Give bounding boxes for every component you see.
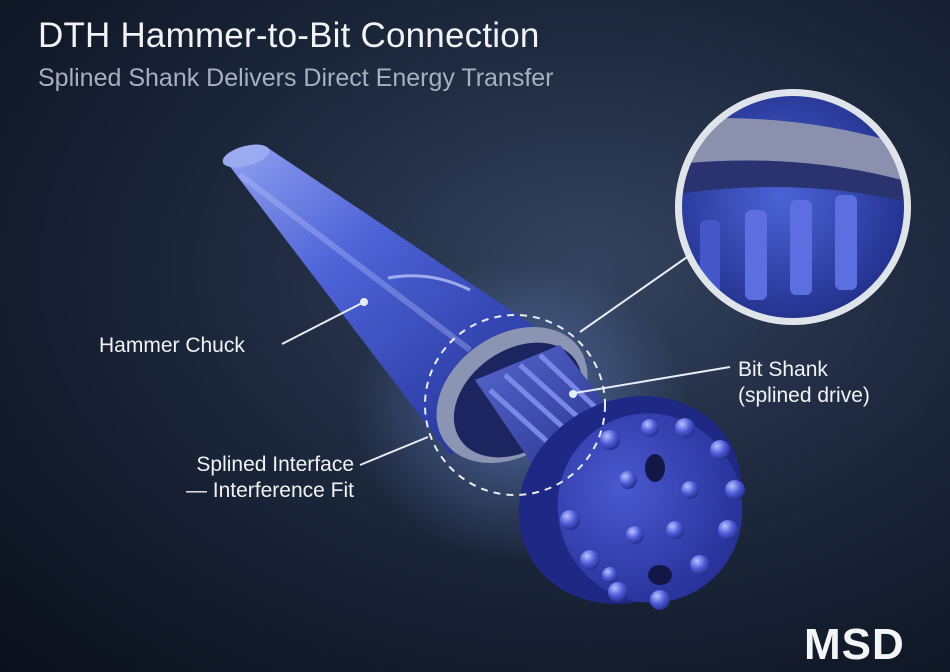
zoom-inset (675, 89, 911, 325)
leader-zoom-inset (579, 254, 691, 333)
focus-circle (424, 314, 606, 496)
carbide-buttons (560, 418, 745, 610)
leader-lines (281, 254, 731, 466)
callout-splined-interface-line1: Splined Interface (196, 453, 354, 476)
callout-splined-interface-line2: — Interference Fit (185, 479, 354, 502)
callout-hammer-chuck: Hammer Chuck (99, 334, 245, 357)
leader-hammer-chuck (281, 302, 363, 345)
callout-bit-shank-line1: Bit Shank (738, 358, 828, 381)
leader-bit-shank (574, 366, 731, 394)
bit-head (518, 396, 743, 604)
callout-bit-shank-line2: (splined drive) (738, 384, 870, 407)
leader-splined-interface (359, 436, 429, 466)
page-title: DTH Hammer-to-Bit Connection (38, 16, 540, 55)
brand-logo: MSD (804, 620, 905, 669)
callout-splined-interface: Splined Interface — Interference Fit (186, 452, 354, 504)
page-subtitle: Splined Shank Delivers Direct Energy Tra… (38, 64, 554, 92)
callout-bit-shank: Bit Shank (splined drive) (738, 357, 870, 409)
